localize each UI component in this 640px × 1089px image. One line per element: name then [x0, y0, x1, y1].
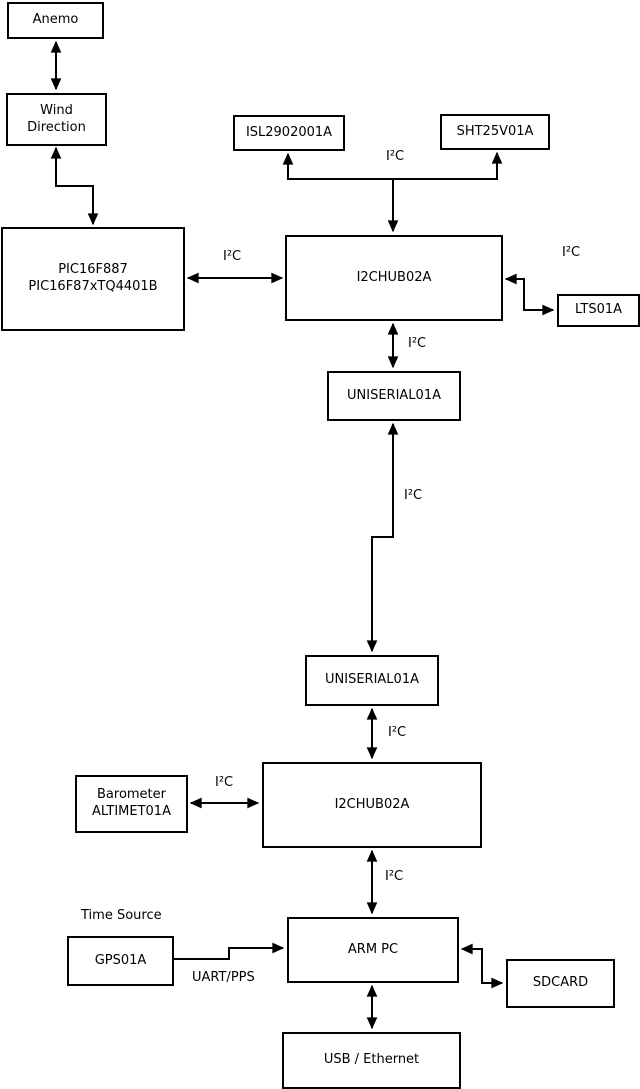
node-isl2902001a: ISL2902001A — [233, 115, 345, 151]
label-i2c-hub2-armpc: I²C — [385, 869, 404, 884]
connector-gps-armpc-uart — [173, 942, 285, 960]
node-armpc-label: ARM PC — [347, 941, 399, 957]
label-i2c-uniserial2-hub2: I²C — [388, 725, 407, 740]
node-gps01a: GPS01A — [67, 936, 174, 986]
label-i2c-lts: I²C — [562, 245, 581, 260]
node-lts-label: LTS01A — [574, 302, 623, 318]
node-barometer-label-line1: Barometer — [97, 787, 166, 803]
node-wind-direction-label-line1: Wind — [40, 102, 73, 118]
node-hub1-label: I2CHUB02A — [356, 269, 432, 285]
connector-hub1-lts — [504, 273, 555, 316]
node-pic-label-line1: PIC16F887 — [58, 262, 128, 278]
node-pic-label-line2: PIC16F87xTQ4401B — [28, 279, 158, 294]
connector-armpc-sdcard — [460, 943, 504, 989]
node-i2chub02a-1: I2CHUB02A — [285, 235, 503, 321]
node-sdcard: SDCARD — [506, 959, 615, 1008]
label-i2c-barometer-hub2: I²C — [215, 775, 234, 790]
node-gps-label: GPS01A — [94, 952, 147, 968]
node-anemo-label: Anemo — [32, 12, 79, 28]
label-i2c-long-link: I²C — [404, 488, 423, 503]
label-i2c-pic-hub1: I²C — [223, 249, 242, 264]
label-uart-pps: UART/PPS — [192, 970, 255, 985]
connector-uniserial1-uniserial2-i2c — [366, 422, 399, 653]
node-wind-direction: Wind Direction — [6, 93, 107, 146]
connector-wind-direction-pic — [50, 146, 99, 226]
node-usb-label: USB / Ethernet — [323, 1052, 420, 1068]
node-arm-pc: ARM PC — [287, 917, 459, 983]
node-anemo: Anemo — [7, 2, 104, 39]
node-uniserial01a-1: UNISERIAL01A — [327, 371, 461, 421]
node-wind-direction-label-line2: Direction — [27, 119, 86, 135]
node-uniserial2-label: UNISERIAL01A — [325, 672, 419, 688]
node-sdcard-label: SDCARD — [532, 975, 589, 991]
node-barometer-altimet01a: Barometer ALTIMET01A — [75, 775, 188, 833]
node-sht-label: SHT25V01A — [456, 123, 534, 139]
node-hub2-label: I2CHUB02A — [334, 796, 410, 812]
label-i2c-isl-sht: I²C — [386, 149, 405, 164]
node-isl-label: ISL2902001A — [245, 124, 333, 140]
label-time-source: Time Source — [81, 908, 162, 923]
node-usb-ethernet: USB / Ethernet — [282, 1032, 461, 1089]
node-uniserial1-label: UNISERIAL01A — [347, 387, 441, 403]
node-i2chub02a-2: I2CHUB02A — [262, 762, 482, 848]
label-i2c-hub1-uniserial1: I²C — [408, 336, 427, 351]
node-sht25v01a: SHT25V01A — [440, 114, 550, 150]
node-uniserial01a-2: UNISERIAL01A — [305, 655, 439, 706]
node-lts01a: LTS01A — [557, 294, 640, 327]
node-barometer-label-line2: ALTIMET01A — [92, 804, 171, 819]
node-pic16f887: PIC16F887 PIC16F87xTQ4401B — [1, 227, 185, 331]
